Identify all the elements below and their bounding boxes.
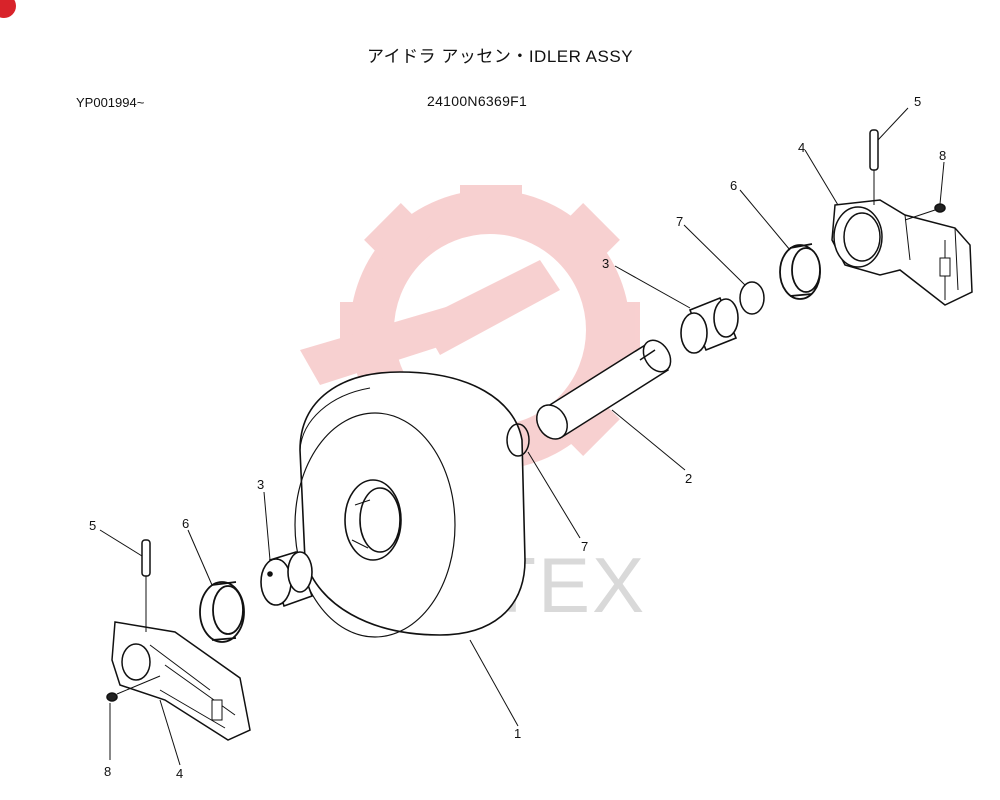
bolt-left xyxy=(106,675,161,702)
pin-right xyxy=(869,129,879,205)
bracket-left xyxy=(111,621,251,741)
o-ring-right xyxy=(739,281,765,315)
callout-4-right: 4 xyxy=(798,140,805,155)
assembly-part-number: 24100N6369F1 xyxy=(427,93,528,109)
callout-1: 1 xyxy=(514,726,521,741)
callout-3-right: 3 xyxy=(602,256,609,271)
callout-7-left: 7 xyxy=(581,539,588,554)
callout-5-right: 5 xyxy=(914,94,921,109)
callout-3-left: 3 xyxy=(257,477,264,492)
callout-5-left: 5 xyxy=(89,518,96,533)
serial-range: YP001994~ xyxy=(76,95,145,110)
shaft xyxy=(536,339,672,440)
seal-left xyxy=(199,581,245,643)
callout-2: 2 xyxy=(685,471,692,486)
callout-8-right: 8 xyxy=(939,148,946,163)
callout-8-left: 8 xyxy=(104,764,111,779)
bracket-right xyxy=(831,199,973,306)
corner-badge-icon xyxy=(0,0,16,18)
callout-6-left: 6 xyxy=(182,516,189,531)
idler-wheel xyxy=(294,371,526,638)
o-ring-left xyxy=(506,423,530,457)
bushing-left xyxy=(260,551,314,608)
pin-left xyxy=(141,539,151,632)
seal-right xyxy=(779,243,821,300)
diagram-title: アイドラ アッセン・IDLER ASSY xyxy=(366,47,634,66)
callout-7-right: 7 xyxy=(676,214,683,229)
leader-lines xyxy=(99,107,945,766)
bolt-right xyxy=(904,203,946,221)
callout-4-left: 4 xyxy=(176,766,183,781)
bushing-right xyxy=(680,296,739,354)
callout-6-right: 6 xyxy=(730,178,737,193)
